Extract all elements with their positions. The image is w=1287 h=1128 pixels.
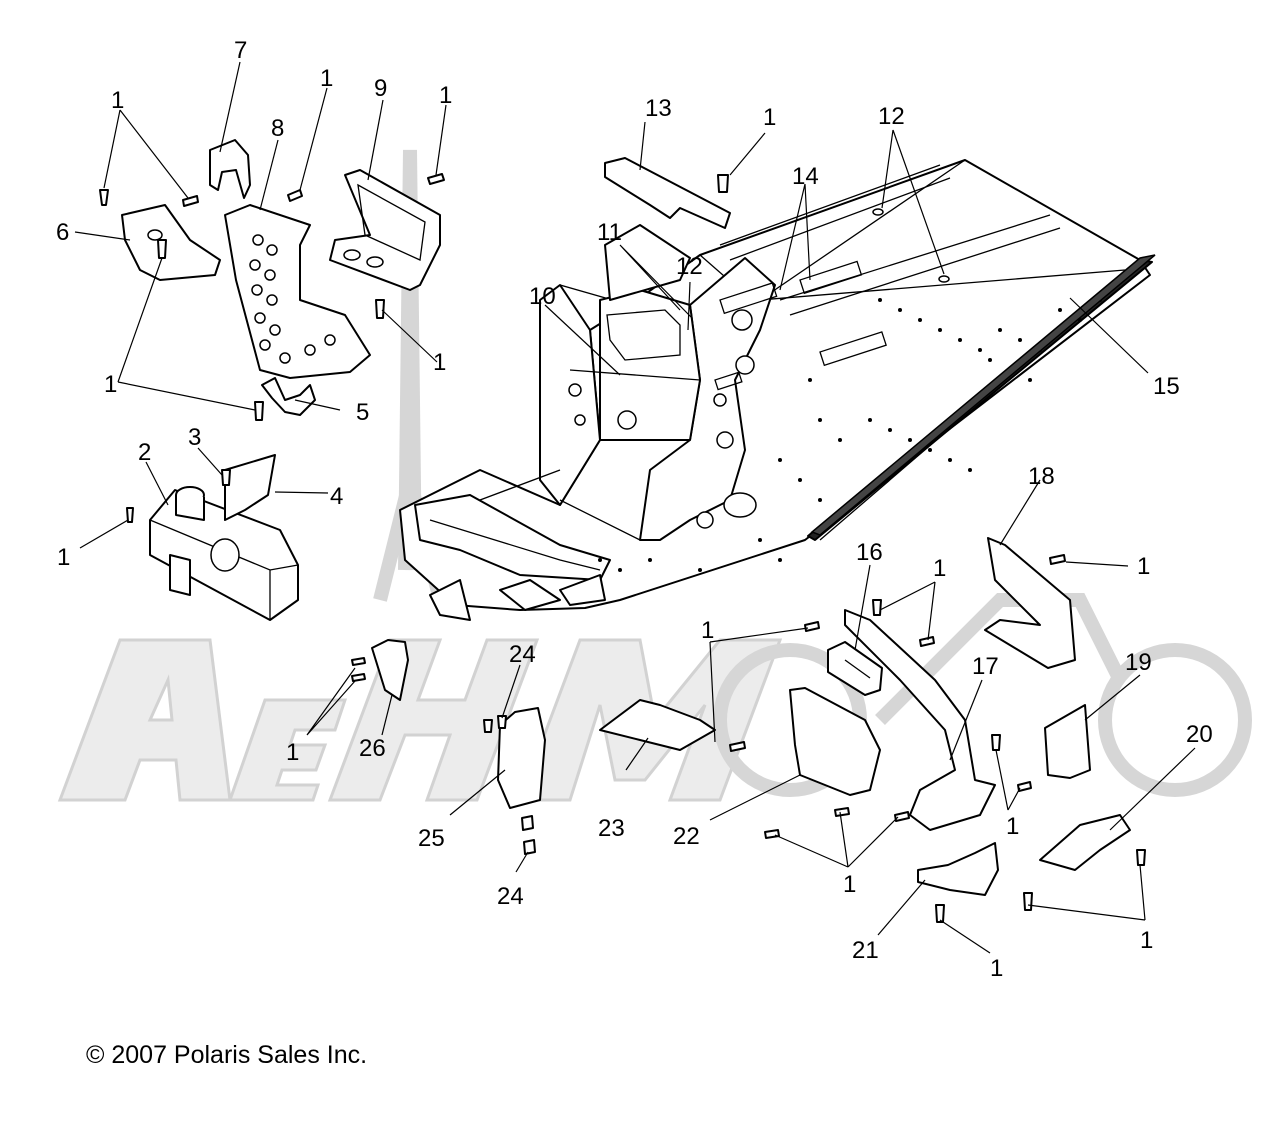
callout-20: 20 xyxy=(1186,721,1213,748)
part-15-rail-strip xyxy=(810,254,1156,536)
callout-1: 1 xyxy=(433,349,446,376)
callout-6: 6 xyxy=(56,219,69,246)
part-20-shield xyxy=(1039,814,1131,871)
callout-8: 8 xyxy=(271,115,284,142)
callout-1: 1 xyxy=(763,104,776,131)
callout-22: 22 xyxy=(673,823,700,850)
fasteners xyxy=(99,173,1146,923)
part-7-bracket xyxy=(209,139,251,199)
callout-1: 1 xyxy=(320,65,333,92)
callout-18: 18 xyxy=(1028,463,1055,490)
part-26-cap xyxy=(371,639,409,701)
callout-17: 17 xyxy=(972,653,999,680)
callout-7: 7 xyxy=(234,37,247,64)
callout-10: 10 xyxy=(529,283,556,310)
callout-1: 1 xyxy=(933,555,946,582)
callout-1: 1 xyxy=(104,371,117,398)
callout-19: 19 xyxy=(1125,649,1152,676)
callout-labels: 1 7 8 1 9 1 6 1 1 5 3 2 4 1 13 1 14 12 1… xyxy=(56,37,1213,982)
callout-1: 1 xyxy=(286,739,299,766)
part-6-mount-plate xyxy=(121,204,221,281)
callout-15: 15 xyxy=(1153,373,1180,400)
callout-1: 1 xyxy=(111,87,124,114)
callout-23: 23 xyxy=(598,815,625,842)
part-23-plate xyxy=(599,699,716,751)
part-9-housing xyxy=(329,169,441,291)
callout-2: 2 xyxy=(138,439,151,466)
part-18-shroud xyxy=(984,537,1076,669)
callout-12: 12 xyxy=(878,103,905,130)
callout-14: 14 xyxy=(792,163,819,190)
part-5-bracket xyxy=(261,377,316,416)
callout-1: 1 xyxy=(843,871,856,898)
callout-1: 1 xyxy=(1137,553,1150,580)
part-8-foot-plate xyxy=(224,204,371,379)
part-13-cover xyxy=(604,157,731,229)
callout-11: 11 xyxy=(597,219,622,246)
copyright-notice: © 2007 Polaris Sales Inc. xyxy=(86,1041,367,1069)
callout-1: 1 xyxy=(57,544,70,571)
part-22-panel xyxy=(789,687,881,796)
callout-21: 21 xyxy=(852,937,879,964)
part-16-block xyxy=(827,641,883,696)
leader-lines xyxy=(74,61,1196,954)
part-21-bracket xyxy=(917,842,999,896)
chassis-frame xyxy=(399,159,1153,621)
callout-13: 13 xyxy=(645,95,672,122)
callout-4: 4 xyxy=(330,483,343,510)
callout-25: 25 xyxy=(418,825,445,852)
callout-16: 16 xyxy=(856,539,883,566)
part-4-heat-shield xyxy=(224,454,276,521)
part-2-front-crossmember xyxy=(149,486,299,621)
callout-1: 1 xyxy=(701,617,714,644)
part-25-bracket xyxy=(497,707,546,809)
callout-3: 3 xyxy=(188,424,201,451)
callout-1: 1 xyxy=(1006,813,1019,840)
callout-12: 12 xyxy=(676,253,703,280)
callout-5: 5 xyxy=(356,399,369,426)
part-17-side-panel xyxy=(844,609,996,831)
callout-9: 9 xyxy=(374,75,387,102)
callout-24: 24 xyxy=(509,641,536,668)
callout-1: 1 xyxy=(439,82,452,109)
part-19-plate xyxy=(1044,704,1091,779)
callout-1: 1 xyxy=(990,955,1003,982)
callout-1: 1 xyxy=(1140,927,1153,954)
callout-24: 24 xyxy=(497,883,524,910)
callout-26: 26 xyxy=(359,735,386,762)
